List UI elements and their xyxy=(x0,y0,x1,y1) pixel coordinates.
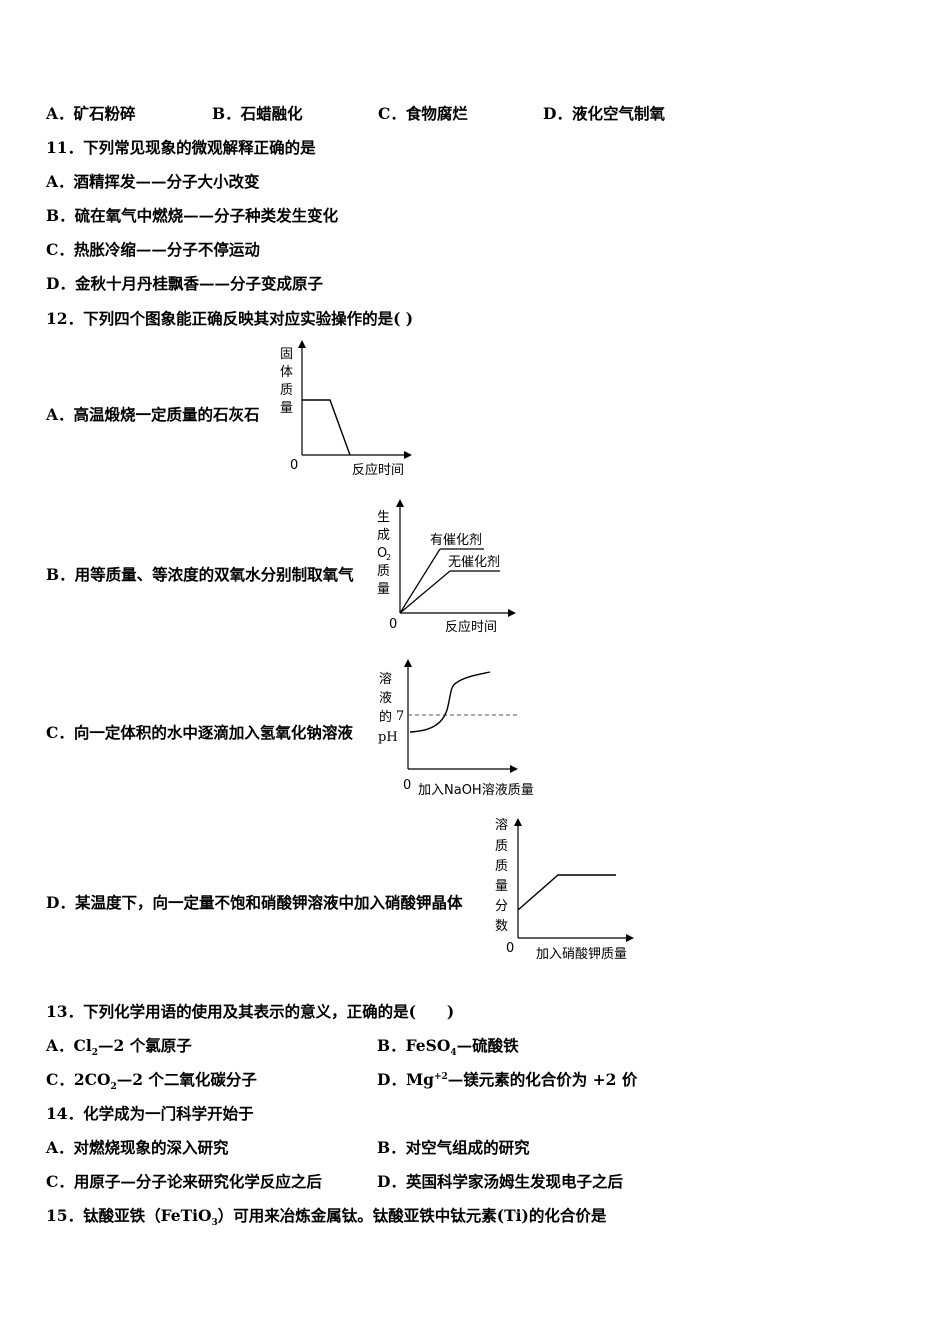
q10-option-c: C．食物腐烂 xyxy=(378,104,468,123)
graph-a-ylabel: 固 xyxy=(280,347,293,362)
q15-stem: 15．钛酸亚铁（FeTiO3）可用来冶炼金属钛。钛酸亚铁中钛元素(Ti)的化合价… xyxy=(46,1206,607,1229)
graph-b-label-no-catalyst: 无催化剂 xyxy=(448,555,500,570)
q11-option-a: A．酒精挥发——分子大小改变 xyxy=(46,172,260,191)
svg-text:量: 量 xyxy=(377,582,390,597)
q10-option-d: D．液化空气制氧 xyxy=(543,104,665,123)
graph-c-y-arrow xyxy=(404,659,412,667)
q11-option-b: B．硫在氧气中燃烧——分子种类发生变化 xyxy=(46,206,339,225)
svg-text:0: 0 xyxy=(506,941,514,956)
svg-text:pH: pH xyxy=(378,730,398,745)
svg-text:数: 数 xyxy=(495,919,508,934)
graph-a-curve xyxy=(302,399,351,456)
q10-option-a: A．矿石粉碎 xyxy=(46,104,136,123)
svg-text:体: 体 xyxy=(280,365,293,380)
q11-option-c: C．热胀冷缩——分子不停运动 xyxy=(46,240,260,259)
q13-option-c: C．2CO2—2 个二氧化碳分子 xyxy=(46,1070,257,1093)
graph-c-xlabel: 加入NaOH溶液质量 xyxy=(418,783,534,798)
q12-option-c: C．向一定体积的水中逐滴加入氢氧化钠溶液 xyxy=(46,723,353,742)
svg-text:量: 量 xyxy=(495,879,508,894)
svg-text:0: 0 xyxy=(389,617,397,632)
svg-text:液: 液 xyxy=(379,691,392,706)
graph-b-line-catalyst xyxy=(399,548,441,614)
graph-a-x-arrow xyxy=(404,451,412,459)
graph-d-x-arrow xyxy=(626,934,634,942)
graph-d-ylabel: 溶 xyxy=(495,818,508,833)
graph-c-ylabel: 溶 xyxy=(379,672,392,687)
q12-option-a: A．高温煅烧一定质量的石灰石 xyxy=(46,405,260,424)
q13-option-a: A．Cl2—2 个氯原子 xyxy=(46,1036,192,1059)
svg-text:0: 0 xyxy=(403,778,411,793)
svg-text:0: 0 xyxy=(290,458,298,473)
svg-text:2: 2 xyxy=(386,553,391,562)
svg-text:量: 量 xyxy=(280,401,293,416)
graph-a-y-arrow xyxy=(298,340,306,348)
svg-text:质: 质 xyxy=(280,383,293,398)
svg-text:分: 分 xyxy=(495,899,508,914)
q13-option-b: B．FeSO4—硫酸铁 xyxy=(377,1036,519,1059)
graph-c-curve xyxy=(409,671,491,733)
svg-text:O: O xyxy=(377,546,387,561)
svg-text:的: 的 xyxy=(379,709,392,725)
graph-c-x-arrow xyxy=(510,765,518,773)
graph-a-xlabel: 反应时间 xyxy=(352,462,404,478)
graph-b: 生 成 O 2 质 量 有催化剂 无催化剂 0 反应时间 xyxy=(377,499,516,635)
q13-option-d: D．Mg+2—镁元素的化合价为 +2 价 xyxy=(377,1070,638,1089)
graph-c-tick-7: 7 xyxy=(396,709,404,724)
graph-b-line-no-catalyst xyxy=(399,570,451,614)
svg-text:质: 质 xyxy=(495,839,508,854)
svg-text:质: 质 xyxy=(377,564,390,579)
q12-option-d: D．某温度下，向一定量不饱和硝酸钾溶液中加入硝酸钾晶体 xyxy=(46,893,463,912)
graph-c: 溶 液 的 pH 7 0 加入NaOH溶液质量 xyxy=(378,659,534,798)
svg-text:成: 成 xyxy=(377,528,390,543)
graph-b-ylabel: 生 xyxy=(377,510,390,525)
graph-d-y-arrow xyxy=(514,818,522,826)
q11-option-d: D．金秋十月丹桂飘香——分子变成原子 xyxy=(46,274,323,293)
q14-option-b: B．对空气组成的研究 xyxy=(377,1138,530,1157)
q14-stem: 14．化学成为一门科学开始于 xyxy=(46,1104,254,1123)
q12-option-b: B．用等质量、等浓度的双氧水分别制取氧气 xyxy=(46,565,354,584)
q11-stem: 11．下列常见现象的微观解释正确的是 xyxy=(46,138,316,157)
q12-stem: 12．下列四个图象能正确反映其对应实验操作的是( ) xyxy=(46,309,414,328)
graph-b-y-arrow xyxy=(396,499,404,507)
q10-option-b: B．石蜡融化 xyxy=(212,104,303,123)
graph-d-xlabel: 加入硝酸钾质量 xyxy=(536,947,627,962)
graph-b-label-catalyst: 有催化剂 xyxy=(430,533,482,548)
q14-option-d: D．英国科学家汤姆生发现电子之后 xyxy=(377,1172,623,1191)
q13-stem: 13．下列化学用语的使用及其表示的意义，正确的是( ) xyxy=(46,1002,455,1021)
q14-option-c: C．用原子—分子论来研究化学反应之后 xyxy=(46,1172,322,1191)
graph-a: 固 体 质 量 0 反应时间 xyxy=(280,340,412,478)
graph-b-xlabel: 反应时间 xyxy=(445,619,497,635)
q14-option-a: A．对燃烧现象的深入研究 xyxy=(46,1138,229,1157)
svg-text:质: 质 xyxy=(495,859,508,874)
graph-d: 溶 质 质 量 分 数 0 加入硝酸钾质量 xyxy=(495,818,634,962)
graph-b-x-arrow xyxy=(508,609,516,617)
graph-d-curve xyxy=(517,874,616,911)
